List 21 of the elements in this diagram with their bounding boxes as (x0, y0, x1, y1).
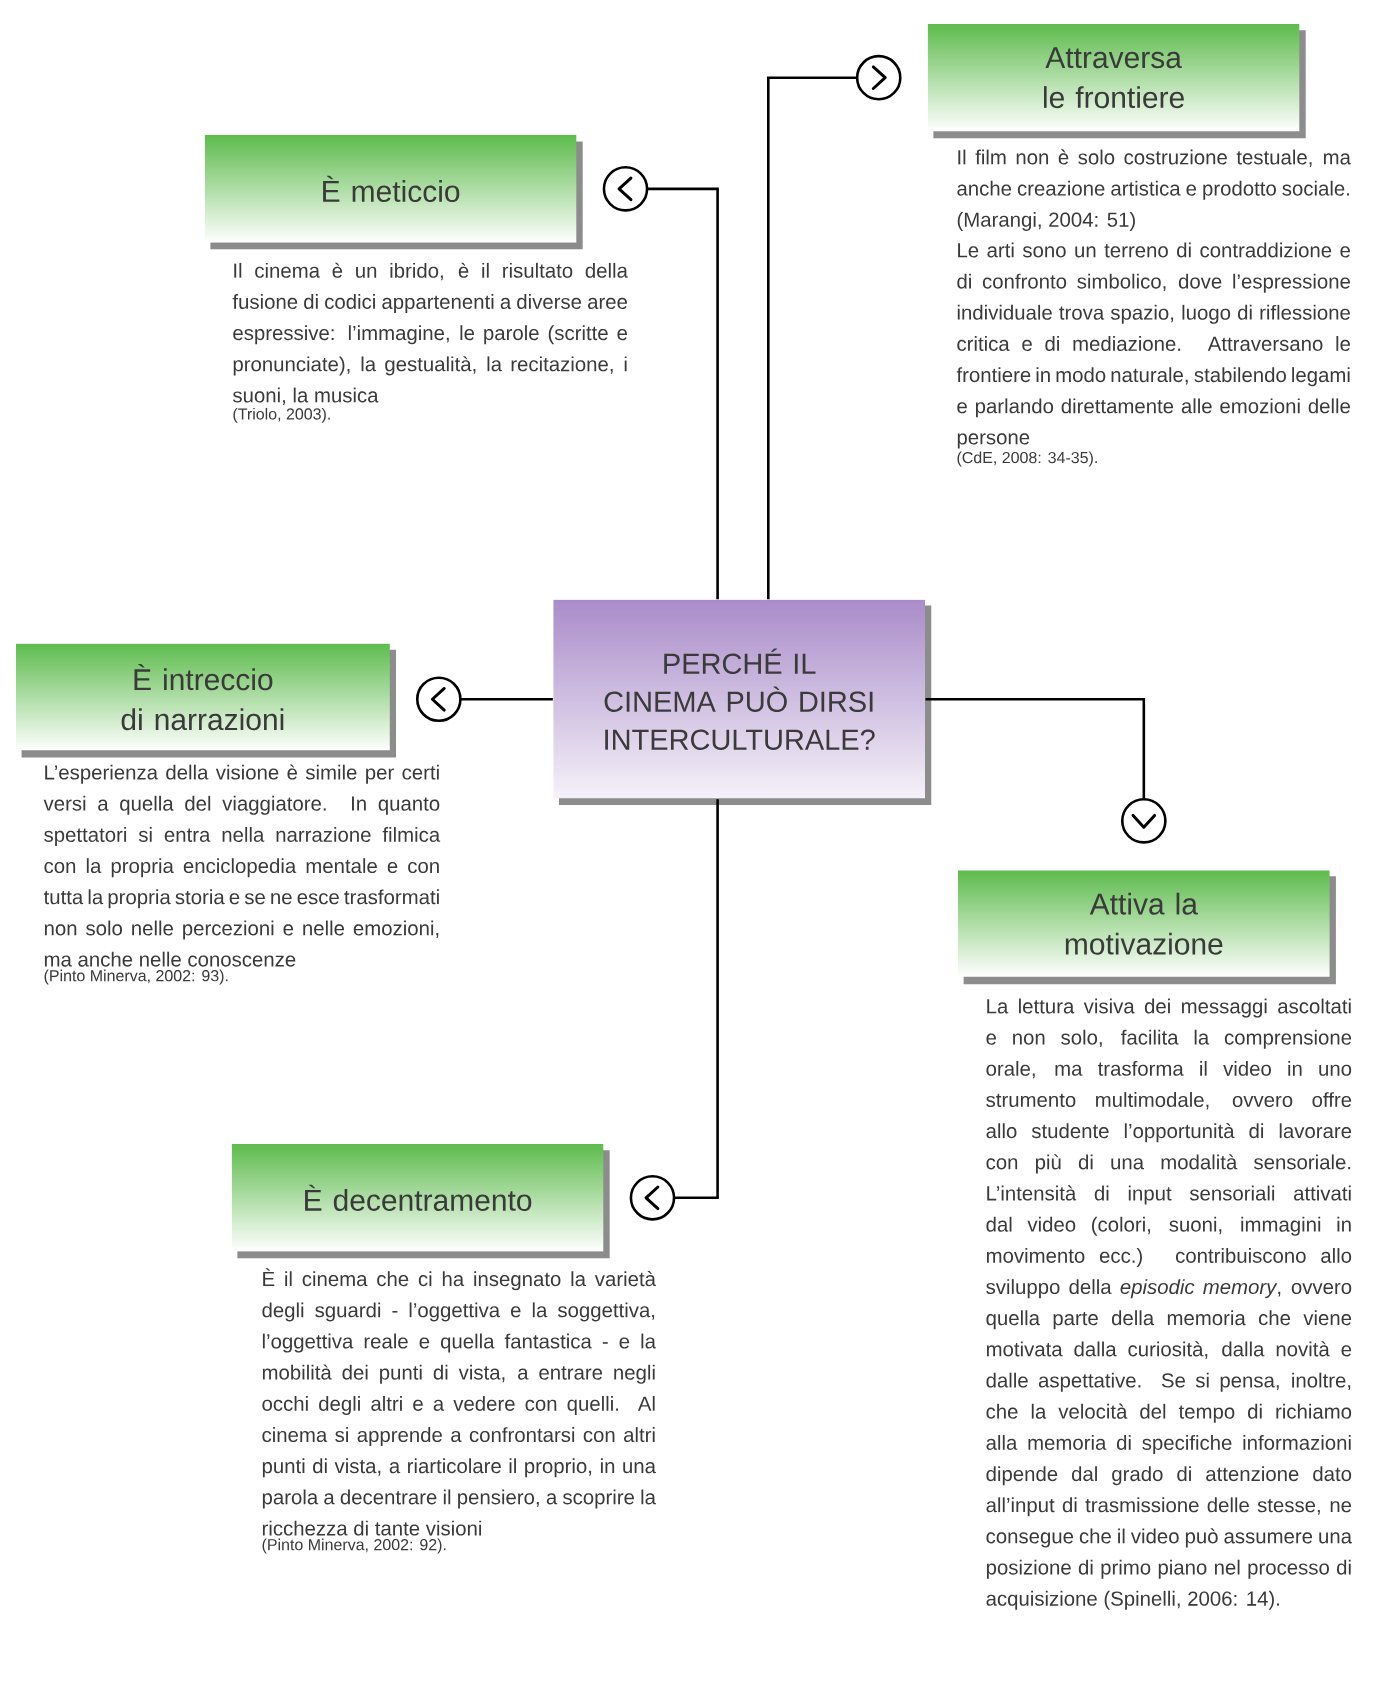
arrow (925, 697, 1167, 844)
arrow (766, 54, 902, 600)
heading-box: È intreccio di narrazioni (15, 643, 396, 758)
citation: (Triolo, 2003). (233, 407, 330, 423)
heading-box: È meticcio (204, 134, 583, 250)
body-text: Le arti sono un terreno di contraddizione e di confronto simbolico, dove l’espressione individuale trova spazio, luogo di riflessione critica e di mediazione. Attraversano le frontiere in modo naturale, stabilendo legami e parlando direttamente alle emozioni delle persone (956, 242, 1350, 449)
citation: (CdE, 2008: 34-35). (957, 451, 1097, 467)
title-box: PERCHÉ IL CINEMA PUÒ DIRSI INTERCULTURALE? (553, 599, 931, 805)
arrow (629, 799, 719, 1221)
heading-box: Attiva la motivazione (957, 870, 1336, 985)
citation: (Pinto Minerva, 2002: 92). (262, 1538, 446, 1554)
body-text: La lettura visiva dei messaggi ascoltati e non solo, facilita la comprensione orale, ma trasforma il video in uno strumento multimodale, ovvero offre allo studente l’opportunità di lavorare con più di una modalità sensoriale. L’intensità di input sensoriali attivati dal video (colori, suoni, immagini in movimento ecc.) contribuiscono allo sviluppo della episodic memory, ovvero quella parte della memoria che viene motivata dalla curiosità, dalla novità e dalle aspettative. Se si pensa, inoltre, che la velocità del tempo di richiamo alla memoria di specifiche informazioni dipende dal grado di attenzione dato all’input di trasmissione delle stesse, ne consegue che il video può assumere una posizione di primo piano nel processo di acquisizione (Spinelli, 2006: 14). (985, 998, 1352, 1610)
body-text: È il cinema che ci ha insegnato la varietà degli sguardi - l’oggettiva e la soggettiva, l’oggettiva reale e quella fantastica - e la mobilità dei punti di vista, a entrare negli occhi degli altri e a vedere con quelli. Al cinema si apprende a confrontarsi con altri punti di vista, a riarticolare il proprio, in una parola a decentrare il pensiero, a scoprire la ricchezza di tante visioni (262, 1268, 656, 1536)
arrow (415, 676, 553, 723)
body-text: Il cinema è un ibrido, è il risultato della fusione di codici appartenenti a diverse aree espressive: l’immagine, le parole (scritte e pronunciate), la gestualità, la recitazione, i suoni, la musica (232, 262, 628, 405)
body-text: L’esperienza della visione è simile per certi versi a quella del viaggiatore. In quanto spettatori si entra nella narrazione filmica con la propria enciclopedia mentale e con tutta la propria storia e se ne esce trasformati non solo nelle percezioni e nelle emozioni, ma anche nelle conoscenze (43, 764, 440, 967)
heading-box: È decentramento (231, 1143, 610, 1259)
heading-box: Attraversa le frontiere (927, 24, 1306, 139)
body-text: Il film non è solo costruzione testuale, ma anche creazione artistica e prodotto sociale. (Marangi, 2004: 51) (957, 149, 1351, 231)
citation: (Pinto Minerva, 2002: 93). (44, 969, 228, 985)
arrow (602, 166, 719, 600)
